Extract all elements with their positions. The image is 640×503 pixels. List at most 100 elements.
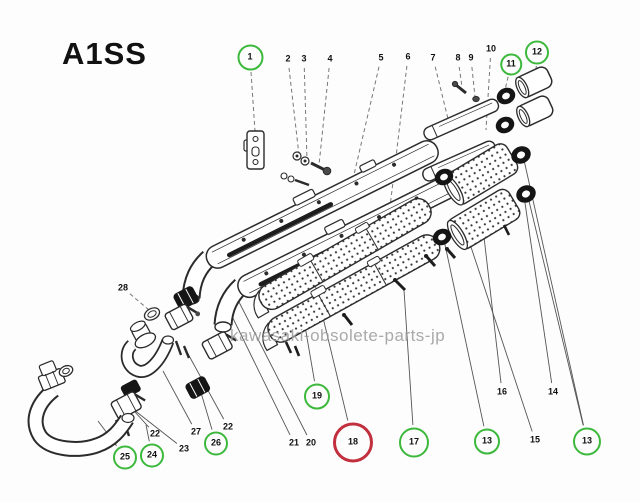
mount-lug xyxy=(292,188,316,206)
green-highlight-ring xyxy=(473,428,500,454)
callout-number: 11 xyxy=(506,58,516,69)
callout-13-circled-green: 13 xyxy=(473,428,500,454)
callout-number: 17 xyxy=(408,436,420,447)
callout-number: 6 xyxy=(405,51,411,62)
callout-12-circled-green: 12 xyxy=(524,40,549,64)
callout-number: 22 xyxy=(149,428,161,439)
mount-lug xyxy=(359,159,377,173)
header-flange-nut xyxy=(37,360,66,392)
callout-number: 7 xyxy=(430,52,436,63)
baffle-tube-lower xyxy=(446,188,521,251)
callout-number: 26 xyxy=(210,437,222,448)
callout-28: 28 xyxy=(117,282,129,293)
callout-22: 22 xyxy=(149,428,161,439)
leader-line-5 xyxy=(346,66,380,206)
leader-line-27 xyxy=(162,370,193,425)
callout-4: 4 xyxy=(327,53,333,64)
end-cap-lower xyxy=(516,95,554,128)
clamp-upper xyxy=(164,303,201,331)
callout-number: 4 xyxy=(327,53,333,64)
callout-number: 22 xyxy=(222,421,234,432)
callout-number: 24 xyxy=(146,449,158,460)
bracket xyxy=(243,130,265,170)
small-fasteners xyxy=(280,80,480,187)
callout-7: 7 xyxy=(430,52,436,63)
leader-line-9 xyxy=(471,66,476,98)
leader-line-13 xyxy=(443,239,485,427)
leader-line-15 xyxy=(469,243,533,432)
callout-number: 19 xyxy=(311,390,323,401)
green-highlight-ring xyxy=(236,44,263,70)
callout-number: 12 xyxy=(531,46,543,57)
holder-rings xyxy=(432,87,536,246)
leader-line-7 xyxy=(434,66,451,128)
callout-number: 28 xyxy=(117,282,129,293)
callout-14: 14 xyxy=(548,387,558,397)
header-gasket-ring xyxy=(58,364,74,378)
leader-line-2 xyxy=(288,67,300,156)
leader-line-3 xyxy=(303,67,308,161)
flanged-cap xyxy=(129,320,157,349)
callout-25-circled-green: 25 xyxy=(112,445,137,469)
callout-27: 27 xyxy=(191,427,201,437)
callout-5: 5 xyxy=(378,52,384,63)
green-highlight-ring xyxy=(572,427,601,455)
header-pipe xyxy=(27,360,135,457)
leader-line-1 xyxy=(250,71,257,147)
pipe-opening xyxy=(214,321,232,333)
u-bend-pipe xyxy=(120,335,175,378)
callout-18-circled-red: 18 xyxy=(332,422,373,462)
green-highlight-ring xyxy=(524,40,549,64)
tail-pipe-upper xyxy=(423,98,500,141)
connector-sleeve-lower xyxy=(185,376,211,399)
page-title: A1SS xyxy=(62,36,147,71)
end-cap-upper xyxy=(515,66,553,99)
green-highlight-ring xyxy=(139,443,164,467)
leader-line-17 xyxy=(403,289,414,426)
callout-10: 10 xyxy=(485,43,497,54)
header-sleeve xyxy=(120,379,141,398)
callout-21: 21 xyxy=(288,437,300,448)
leader-line-20 xyxy=(238,301,308,436)
callout-24-circled-green: 24 xyxy=(139,443,164,467)
callout-19-circled-green: 19 xyxy=(303,383,330,409)
callout-23: 23 xyxy=(179,444,189,454)
callout-number: 16 xyxy=(496,386,508,397)
callout-number: 9 xyxy=(468,52,474,63)
callout-number: 10 xyxy=(485,43,497,54)
callout-number: 8 xyxy=(455,52,461,63)
studs-upper xyxy=(174,340,191,359)
leader-line-10 xyxy=(485,57,491,131)
callout-3: 3 xyxy=(301,54,306,64)
callout-number: 15 xyxy=(529,434,541,445)
green-highlight-ring xyxy=(499,53,522,75)
callout-number: 2 xyxy=(285,53,291,64)
callout-13-circled-green: 13 xyxy=(572,427,601,455)
callout-8: 8 xyxy=(455,52,461,63)
leader-line-13 xyxy=(527,196,584,426)
callout-26-circled-green: 26 xyxy=(203,431,228,455)
callout-22: 22 xyxy=(222,421,234,432)
callout-number: 21 xyxy=(288,437,300,448)
leader-line-24 xyxy=(145,424,150,442)
green-highlight-ring xyxy=(203,431,228,455)
red-highlight-ring xyxy=(332,422,373,462)
clamp-lower xyxy=(110,391,146,420)
callout-20: 20 xyxy=(306,438,316,448)
green-highlight-ring xyxy=(112,445,137,469)
leader-line-11 xyxy=(504,76,509,91)
shield-screws xyxy=(284,224,511,357)
exhaust-gasket xyxy=(143,307,161,321)
callout-1-circled-green: 1 xyxy=(236,44,263,70)
callout-number: 1 xyxy=(247,51,253,62)
callout-number: 5 xyxy=(378,52,384,63)
callout-number: 13 xyxy=(581,435,593,446)
callout-9: 9 xyxy=(468,52,474,63)
leader-line-22 xyxy=(134,411,150,428)
callout-6: 6 xyxy=(405,51,411,62)
heat-shield-upper xyxy=(253,197,432,319)
leader-line-13 xyxy=(523,159,584,426)
